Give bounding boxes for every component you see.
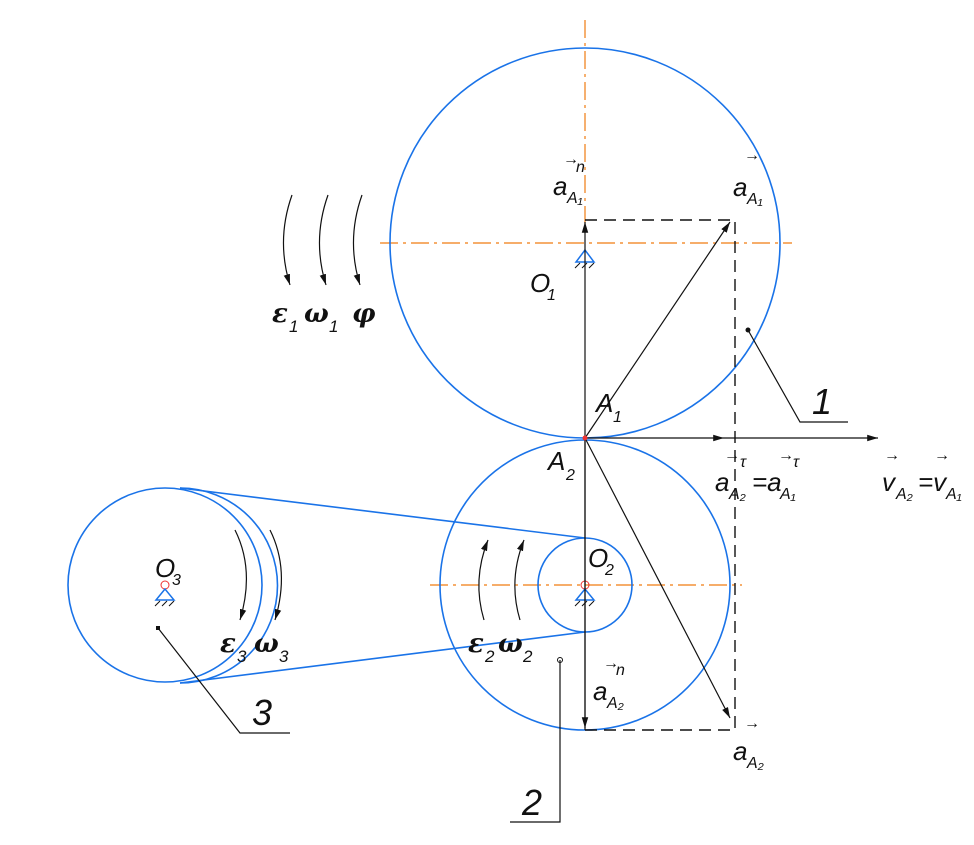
wheel-3-rim [179, 487, 279, 684]
part-number-2: 2 [521, 782, 542, 823]
svg-text:1: 1 [329, 317, 338, 336]
svg-text:A₂: A₂ [746, 755, 764, 772]
svg-text:A₁: A₁ [746, 191, 763, 208]
label-O3: O3 [155, 553, 181, 589]
contact-point [582, 435, 588, 441]
svg-text:O: O [588, 543, 608, 573]
label-tangential-equality: → τ a A₂ =a → τ A₁ [715, 447, 800, 503]
vector-a-A2 [584, 437, 731, 719]
svg-text:ω: ω [304, 299, 329, 329]
label-phi: φ [352, 299, 376, 329]
svg-text:→: → [744, 715, 760, 732]
svg-text:A: A [546, 446, 565, 476]
rotation-arrows-3 [234, 529, 282, 621]
svg-text:→: → [744, 147, 760, 164]
svg-text:O: O [155, 553, 175, 583]
svg-text:A₂: A₂ [728, 486, 746, 503]
svg-text:→: → [724, 447, 740, 464]
rotation-arrows-2 [478, 539, 525, 621]
svg-text:a: a [733, 736, 747, 766]
label-O1: O1 [530, 268, 556, 304]
label-O2: O2 [588, 543, 614, 579]
svg-text:ε: ε [220, 629, 236, 659]
wheel-3 [67, 487, 263, 683]
svg-text:A: A [594, 388, 613, 418]
svg-text:φ: φ [352, 299, 376, 329]
belt-upper [179, 487, 586, 539]
svg-text:A₂: A₂ [606, 695, 624, 712]
rotation-arrows-1 [282, 194, 363, 286]
svg-text:→: → [563, 151, 579, 168]
svg-text:3: 3 [172, 572, 181, 589]
svg-text:A₁: A₁ [779, 486, 796, 503]
svg-text:ε: ε [272, 299, 288, 329]
svg-text:2: 2 [604, 562, 614, 579]
svg-text:1: 1 [547, 287, 556, 304]
leader-part-1 [745, 327, 848, 423]
svg-text:a: a [553, 171, 567, 201]
svg-text:3: 3 [237, 647, 247, 666]
svg-text:→: → [603, 655, 619, 672]
svg-text:1: 1 [613, 409, 622, 426]
label-a-A2: → a A₂ [733, 715, 764, 772]
svg-text:1: 1 [289, 317, 298, 336]
svg-text:2: 2 [484, 647, 495, 666]
label-velocity-equality: → v A₂ =v → A₁ [882, 447, 962, 503]
svg-text:ω: ω [498, 629, 523, 659]
svg-text:v: v [882, 467, 897, 497]
svg-text:A₁: A₁ [566, 190, 583, 207]
leader-part-2 [510, 657, 563, 823]
svg-text:τ: τ [740, 454, 747, 471]
svg-text:→: → [778, 447, 794, 464]
svg-text:3: 3 [279, 647, 289, 666]
svg-text:→: → [934, 447, 950, 464]
belt-lower [179, 631, 586, 684]
svg-text:a: a [593, 676, 607, 706]
label-an-A1: → n a A₁ [553, 151, 585, 207]
label-a-A1: → a A₁ [733, 147, 763, 208]
svg-text:n: n [616, 662, 625, 679]
svg-text:→: → [884, 447, 900, 464]
label-an-A2: → n a A₂ [593, 655, 625, 712]
svg-text:a: a [733, 172, 747, 202]
svg-text:n: n [576, 159, 585, 176]
part-number-3: 3 [252, 692, 272, 733]
leader-part-3 [156, 626, 290, 734]
svg-text:=v: =v [918, 467, 948, 497]
svg-text:A₁: A₁ [945, 486, 962, 503]
svg-text:A₂: A₂ [895, 486, 913, 503]
svg-text:=a: =a [752, 467, 782, 497]
svg-text:a: a [715, 467, 729, 497]
svg-text:O: O [530, 268, 550, 298]
svg-text:τ: τ [793, 454, 800, 471]
svg-text:2: 2 [565, 467, 575, 484]
svg-text:2: 2 [522, 647, 533, 666]
svg-text:ω: ω [254, 629, 279, 659]
parallelogram-dashed [585, 219, 736, 731]
svg-text:ε: ε [468, 629, 484, 659]
part-number-1: 1 [812, 381, 832, 422]
pivot-support-O3 [154, 580, 176, 607]
vector-a-A1 [584, 221, 731, 439]
